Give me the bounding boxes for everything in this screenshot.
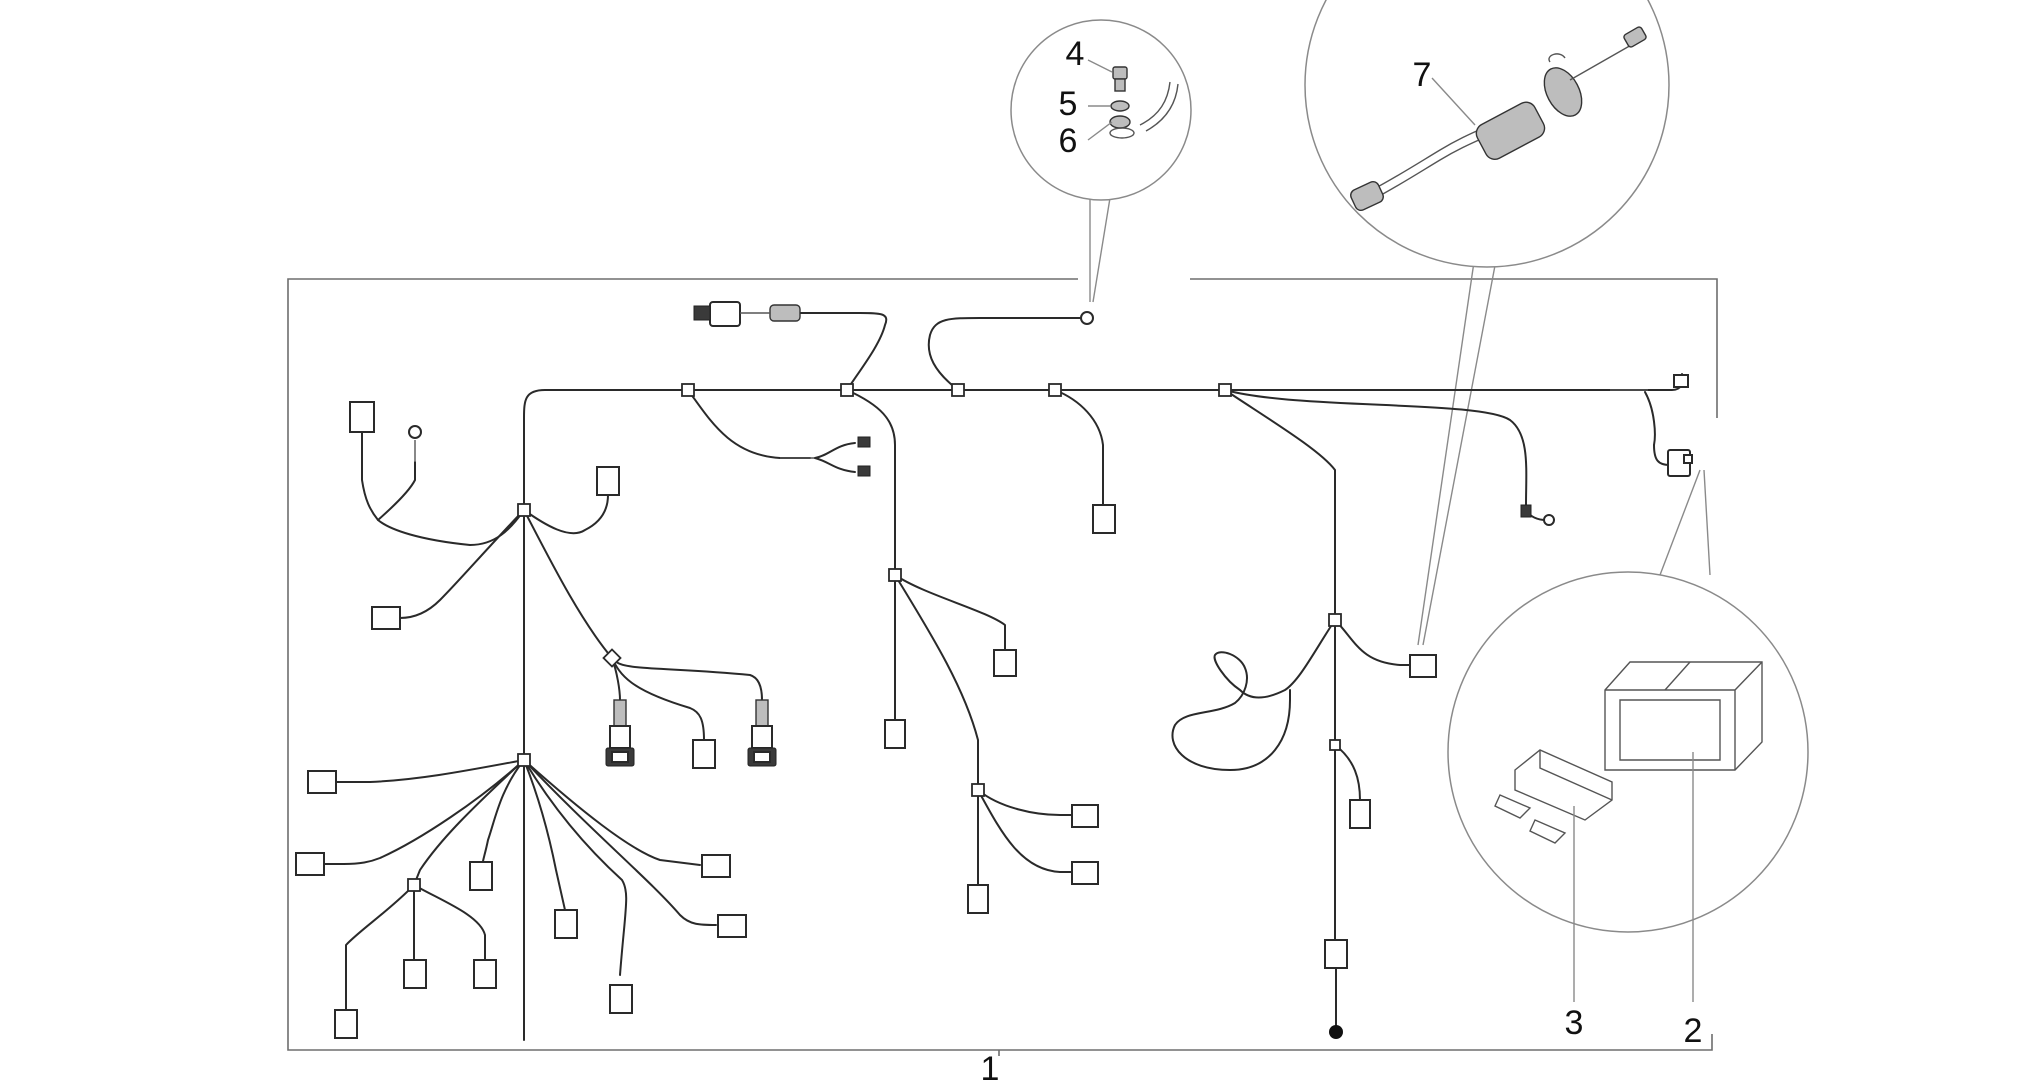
main-trunk	[523, 373, 1693, 1041]
branch-right-vertical	[1171, 389, 1437, 1039]
branch-left-lower	[295, 753, 747, 1039]
branch-left-upper	[349, 401, 620, 630]
branch-spade-terminals	[687, 389, 871, 477]
part-label-5: 5	[1059, 85, 1078, 123]
detail-callout-sensor	[1304, 0, 1670, 646]
branch-mid-down	[1054, 389, 1116, 534]
part-label-1: 1	[981, 1050, 1000, 1086]
part-label-2: 2	[1684, 1012, 1703, 1050]
branch-right-ring	[1224, 389, 1555, 526]
harness-group-frame	[287, 278, 1713, 1051]
branch-left-relays	[523, 509, 777, 769]
part-label-4: 4	[1066, 35, 1085, 73]
part-label-3: 3	[1565, 1004, 1584, 1042]
detail-callout-bolt	[1010, 19, 1192, 303]
branch-top-connectors	[693, 301, 1094, 391]
part-label-7: 7	[1413, 56, 1432, 94]
branch-center	[846, 389, 1099, 914]
detail-callout-fuse	[1447, 469, 1809, 1002]
trunk-junction-nodes	[517, 383, 1232, 517]
part-label-6: 6	[1059, 122, 1078, 160]
